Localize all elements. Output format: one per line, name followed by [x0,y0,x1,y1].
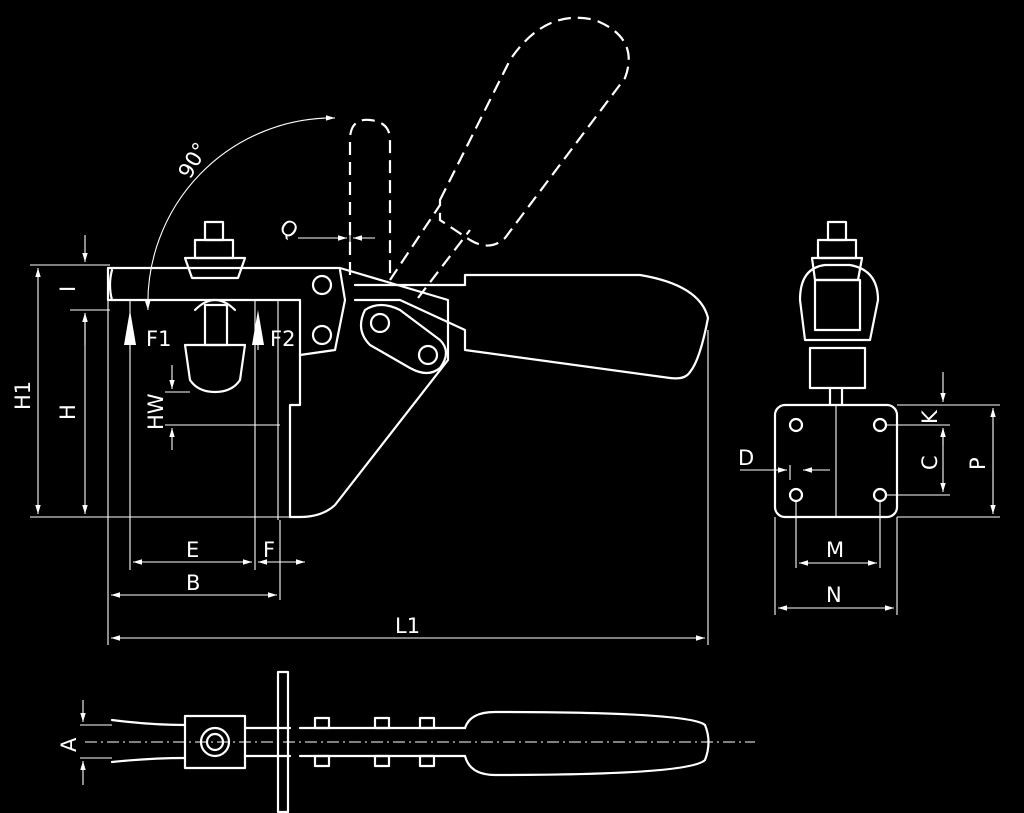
spindle-assembly [183,220,247,394]
label-i: I [56,286,80,292]
label-h1: H1 [11,381,35,410]
dimension-labels: 90° Q H1 I H HW F1 F2 E F B L1 D M N C K… [11,138,990,752]
label-b: B [186,571,200,595]
label-n: N [826,583,842,607]
mount-hole-2 [872,417,888,433]
label-f1: F1 [146,327,171,351]
label-d: D [738,446,754,470]
force-arrow-f2 [252,310,264,345]
label-f: F [263,538,275,562]
label-c: C [918,455,942,470]
force-arrow-f1 [124,310,136,345]
top-handle [463,710,710,777]
label-h: H [56,404,80,420]
open-lever-arm [389,204,471,299]
top-view [80,670,755,813]
end-view [740,220,1000,615]
angle-arc [144,115,336,311]
label-angle: 90° [174,138,213,182]
end-view-mechanism [798,220,880,407]
mount-hole-3 [788,487,804,503]
label-hw: HW [144,393,168,430]
pivot-2 [311,324,333,346]
label-l1: L1 [395,614,420,638]
closed-handle [353,273,710,380]
link-plate [359,303,448,375]
label-k: K [918,409,942,424]
clamp-base-body [106,266,450,519]
label-a: A [57,737,81,752]
side-view [30,16,710,645]
clamp-arm [108,268,347,357]
mount-hole-4 [872,487,888,503]
label-f2: F2 [270,327,295,351]
top-arm [110,718,467,764]
pivot-3 [369,312,391,334]
pivot-4 [417,344,439,366]
open-plunger [348,118,392,275]
top-hex-nut [183,714,247,770]
label-p: P [966,457,990,470]
label-q: Q [275,214,302,243]
label-m: M [826,538,844,562]
pivot-1 [311,274,333,296]
open-handle-outline [438,16,630,247]
mount-hole-1 [788,417,804,433]
label-e: E [186,538,199,562]
